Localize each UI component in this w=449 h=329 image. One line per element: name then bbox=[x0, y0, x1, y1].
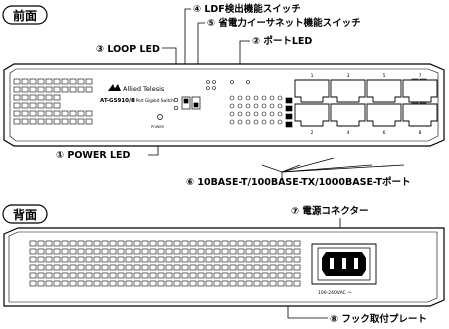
eco-led bbox=[173, 105, 179, 111]
model-description: 8 Port Gigabit Switch bbox=[132, 98, 174, 103]
back-section: 背面 ⑦ 電源コネクター ⑧ フック取付プレート 100-2 bbox=[2, 204, 445, 325]
loop-led bbox=[173, 97, 179, 103]
port-number: 2 bbox=[311, 130, 314, 136]
back-section-label-box bbox=[2, 204, 48, 224]
port-number: 4 bbox=[347, 130, 350, 136]
ldf-switch-callout: ④ LDF検出機能スイッチ bbox=[193, 3, 301, 15]
front-device-inner bbox=[9, 68, 439, 142]
port-number: 3 bbox=[347, 73, 350, 79]
power-label: POWER bbox=[151, 125, 165, 129]
port-number: 1 bbox=[311, 73, 314, 79]
front-section-label: 前面 bbox=[13, 8, 37, 23]
eco-switch-callout: ⑤ 省電力イーサネット機能スイッチ bbox=[207, 17, 361, 29]
loop-led-callout: ③ LOOP LED bbox=[96, 44, 160, 55]
hook-plate-callout: ⑧ フック取付プレート bbox=[330, 313, 427, 325]
status-led-cluster bbox=[157, 96, 201, 120]
port-number: 6 bbox=[383, 130, 386, 136]
front-leader-lines bbox=[148, 8, 405, 178]
model-name: AT-GS910/8 bbox=[100, 98, 135, 104]
brand-name: Allied Telesis bbox=[123, 85, 165, 93]
port-number: 8 bbox=[419, 130, 422, 136]
allied-telesis-logo: Allied Telesis AT-GS910/8 8 Port Gigabit… bbox=[100, 84, 174, 104]
power-connector-callout: ⑦ 電源コネクター bbox=[291, 205, 368, 217]
back-device-inner bbox=[8, 231, 438, 303]
power-led-callout: ① POWER LED bbox=[56, 150, 131, 161]
power-connector bbox=[311, 243, 377, 285]
ports-callout: ⑥ 10BASE-T/100BASE-TX/1000BASE-Tポート bbox=[186, 176, 410, 188]
front-section-label-box bbox=[2, 5, 48, 25]
power-led bbox=[157, 114, 163, 120]
front-section: 前面 ④ LDF検出機能スイッチ ⑤ 省電力イーサネット機能スイッチ ② ポート… bbox=[2, 3, 445, 188]
port-led-callout: ② ポートLED bbox=[252, 35, 312, 47]
voltage-label: 100-240VAC ～ bbox=[318, 290, 352, 296]
port-numbers: 1 3 5 7 2 4 6 8 bbox=[311, 73, 422, 136]
back-section-label: 背面 bbox=[13, 207, 37, 222]
port-led-grid bbox=[206, 80, 293, 128]
port-number: 7 bbox=[419, 73, 422, 79]
port-number: 5 bbox=[383, 73, 386, 79]
